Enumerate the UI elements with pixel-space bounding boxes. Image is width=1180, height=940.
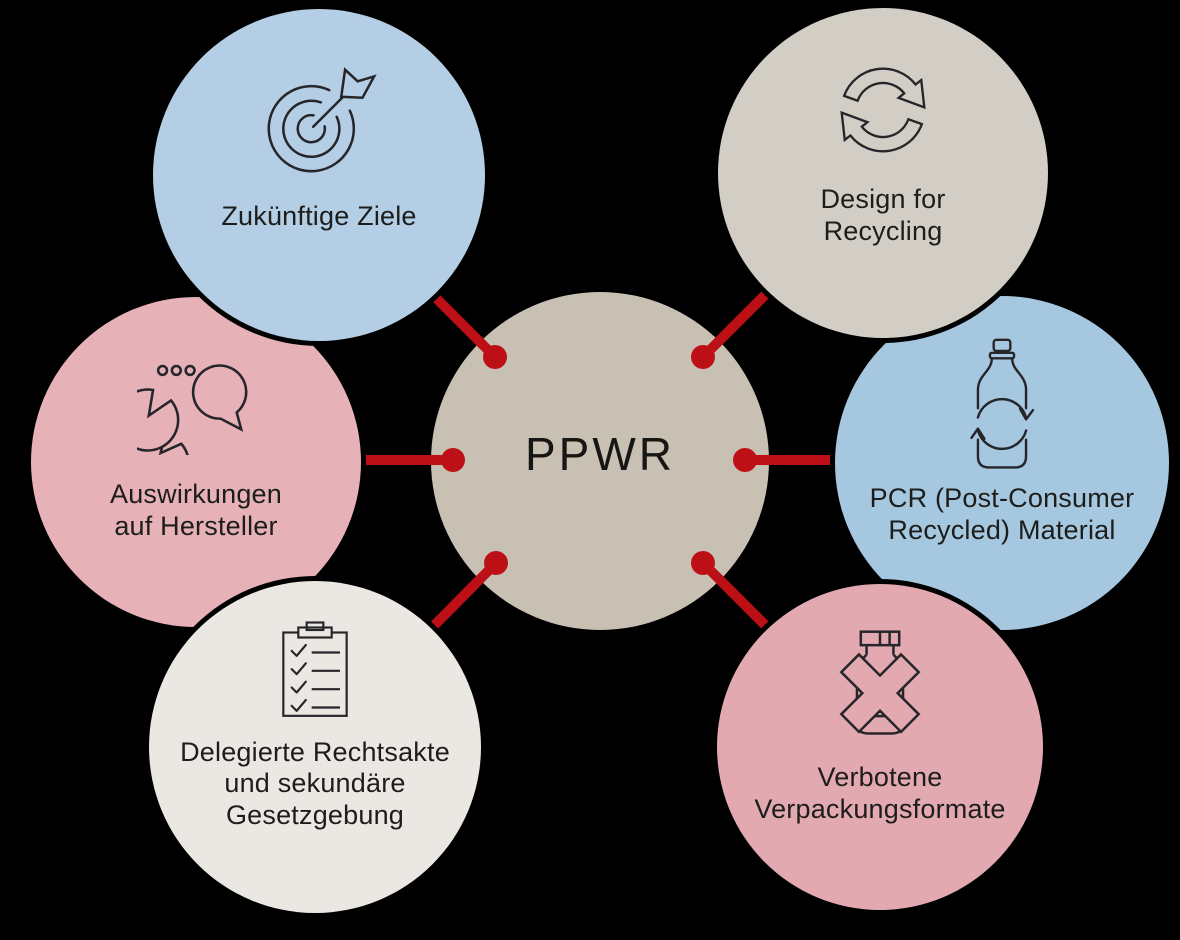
target-icon <box>267 67 377 173</box>
node-design-for-recycling: Design for Recycling <box>718 8 1048 338</box>
node-label: Design for Recycling <box>820 184 946 246</box>
banned-bottle-icon <box>839 630 921 736</box>
center-node-ppwr: PPWR <box>431 292 769 630</box>
node-label: Zukünftige Ziele <box>221 201 417 232</box>
node-label: Delegierte Rechtsakte und sekundäre Gese… <box>180 736 450 830</box>
bottle-recycling-icon <box>970 338 1035 469</box>
center-node-label: PPWR <box>525 428 675 481</box>
node-verbotene-verpackungsformate: Verbotene Verpackungsformate <box>717 584 1043 910</box>
checklist-clipboard-icon <box>282 621 348 717</box>
node-zukuenftige-ziele: Zukünftige Ziele <box>153 9 485 341</box>
node-label: Auswirkungen auf Hersteller <box>110 479 282 541</box>
node-delegierte-rechtsakte: Delegierte Rechtsakte und sekundäre Gese… <box>149 581 481 913</box>
recycling-arrows-icon <box>840 67 926 153</box>
speech-bubbles-icon <box>137 364 248 456</box>
node-auswirkungen-auf-hersteller: Auswirkungen auf Hersteller <box>31 297 361 627</box>
node-pcr-material: PCR (Post-Consumer Recycled) Material <box>835 296 1169 630</box>
node-label: Verbotene Verpackungsformate <box>754 762 1006 824</box>
node-label: PCR (Post-Consumer Recycled) Material <box>869 482 1135 545</box>
